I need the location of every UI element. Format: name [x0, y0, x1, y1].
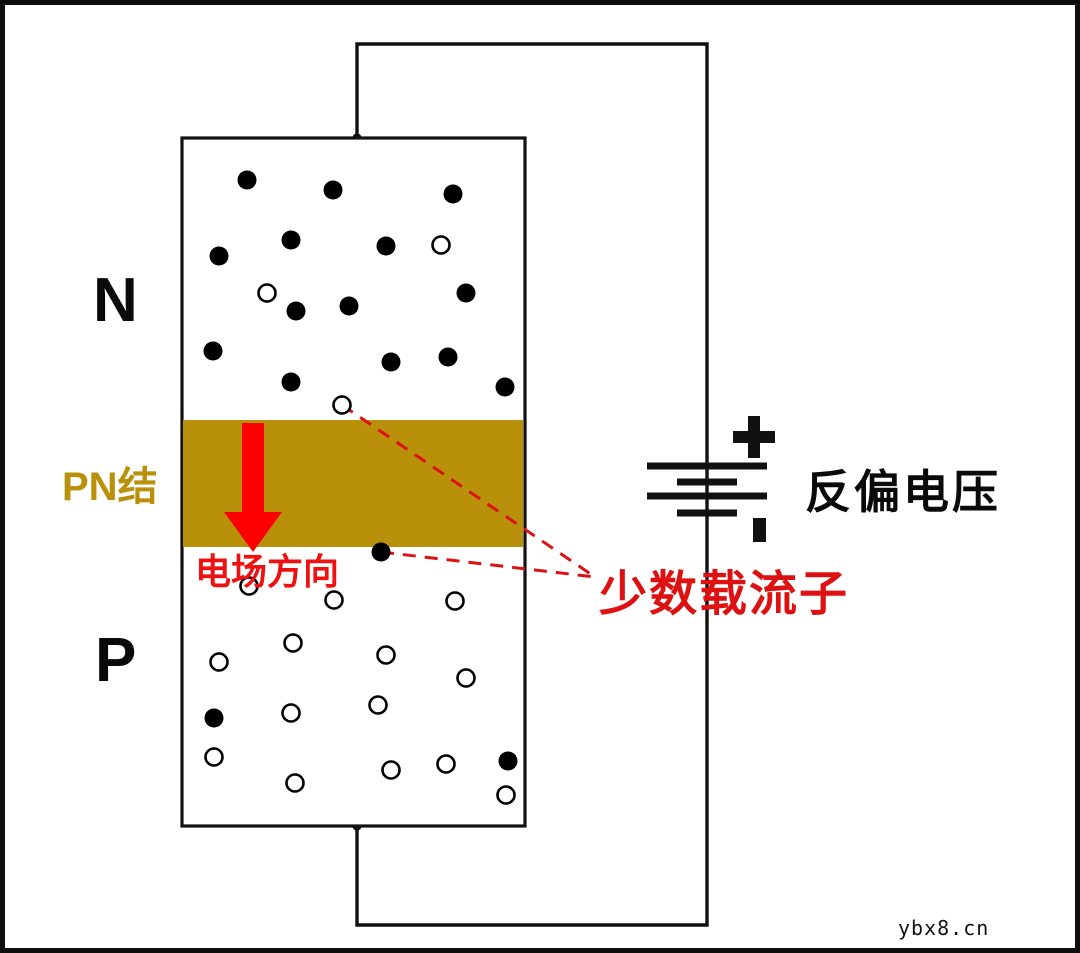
n-region-carrier-hole-6 [431, 235, 451, 255]
electric-field-arrow [224, 423, 282, 552]
n-region-carrier-electron-14 [438, 347, 458, 367]
p-region-carrier-hole-12 [204, 747, 224, 767]
p-region-carrier-hole-7 [209, 652, 229, 672]
diagram-vector-layer [180, 42, 775, 927]
n-region-carrier-electron-2 [323, 180, 343, 200]
p-region-carrier-hole-9 [281, 703, 301, 723]
n-region-carrier-hole-8 [257, 283, 277, 303]
n-region-carrier-electron-11 [456, 283, 476, 303]
n-region-carrier-electron-13 [381, 352, 401, 372]
n-region-carrier-electron-10 [286, 301, 306, 321]
p-region-carrier-hole-6 [376, 645, 396, 665]
p-region-label: P [95, 626, 137, 695]
n-region-carrier-electron-16 [495, 377, 515, 397]
p-region-carrier-hole-14 [436, 754, 456, 774]
p-region-carrier-hole-2 [239, 576, 259, 596]
n-region-carrier-electron-5 [376, 236, 396, 256]
battery-minus-icon [753, 518, 766, 542]
n-region-carrier-electron-4 [281, 230, 301, 250]
p-region-carrier-hole-16 [285, 773, 305, 793]
p-region-carrier-hole-17 [496, 785, 516, 805]
leader-line-1 [341, 403, 596, 579]
p-region-carrier-electron-15 [498, 751, 518, 771]
minority-carriers-label: 少数载流子 [599, 566, 850, 622]
n-region-carrier-electron-7 [209, 246, 229, 266]
n-region-carrier-electron-9 [339, 296, 359, 316]
p-region-carrier-hole-5 [283, 633, 303, 653]
leader-line-2 [380, 550, 596, 579]
n-region-carrier-electron-12 [203, 341, 223, 361]
p-region-carrier-electron-11 [204, 708, 224, 728]
pn-junction-label: PN结 [62, 465, 158, 509]
p-region-carrier-hole-8 [456, 668, 476, 688]
p-region-carrier-hole-13 [381, 760, 401, 780]
circuit-wire-bottom [355, 513, 709, 927]
n-region-carrier-electron-1 [237, 170, 257, 190]
battery-plus-icon-v [748, 416, 760, 458]
p-region-carrier-hole-4 [445, 591, 465, 611]
p-region-carrier-electron-1 [371, 542, 391, 562]
p-region-carrier-hole-10 [368, 695, 388, 715]
n-region-label: N [93, 266, 138, 335]
p-region-carrier-hole-3 [324, 590, 344, 610]
n-region-carrier-hole-17 [332, 395, 352, 415]
watermark-label: ybx8.cn [898, 916, 990, 940]
pn-junction-band [183, 420, 523, 547]
reverse-bias-label: 反偏电压 [805, 465, 1001, 519]
circuit-wire-top [355, 42, 709, 466]
n-region-carrier-electron-15 [281, 372, 301, 392]
n-region-carrier-electron-3 [443, 184, 463, 204]
field-direction-label: 电场方向 [195, 551, 340, 593]
